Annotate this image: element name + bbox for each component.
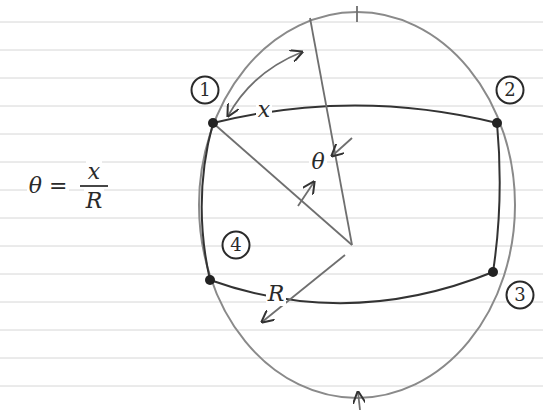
math-label: R	[266, 282, 287, 305]
callout-number: 3	[514, 286, 525, 304]
callout-number: 2	[504, 81, 515, 99]
radius-lines	[80, 6, 360, 410]
callout-circle: 3	[505, 280, 535, 310]
math-label: R	[84, 189, 105, 212]
point-dots	[205, 118, 502, 285]
ruled-lines	[0, 22, 543, 386]
dark-arcs	[202, 106, 500, 304]
math-label: x	[86, 160, 102, 183]
callout-circle: 2	[495, 75, 525, 105]
callout-number: 1	[199, 81, 210, 99]
math-label: θ =	[27, 174, 70, 197]
callout-circle: 1	[190, 75, 220, 105]
outer-circle	[199, 12, 515, 398]
math-label: x	[256, 98, 272, 121]
math-label: θ	[309, 150, 326, 173]
callout-circle: 4	[221, 230, 251, 260]
callout-number: 4	[230, 236, 241, 254]
